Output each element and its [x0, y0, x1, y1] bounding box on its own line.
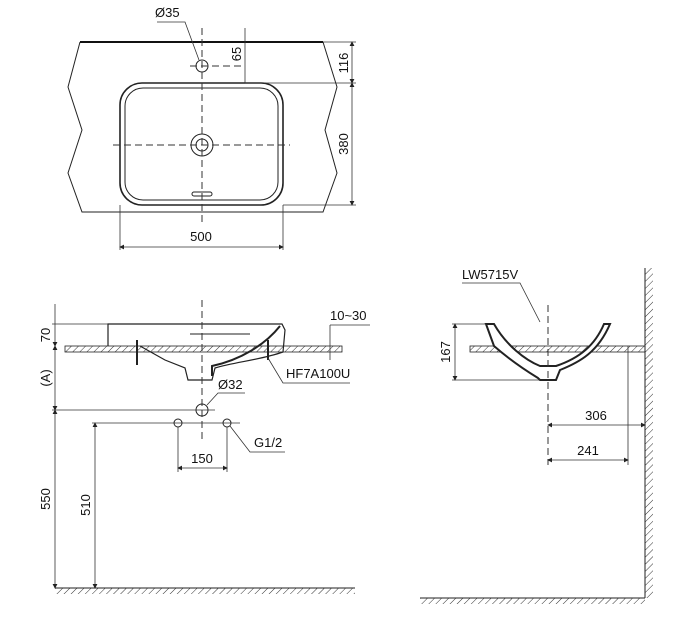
drain-outlet: [195, 403, 209, 417]
wall: [645, 268, 653, 598]
dim-label-167: 167: [438, 341, 453, 363]
countertop-section: [64, 345, 343, 353]
front-view: 70 (A) 550 510 10~30 HF7A100U Ø32 150 G1…: [38, 300, 370, 594]
dim-label-150: 150: [191, 451, 213, 466]
section-view: 167 306 241 LW5715V: [420, 267, 653, 604]
dim-label-550: 550: [38, 488, 53, 510]
leader-drain: [206, 392, 245, 406]
dim-label-510: 510: [78, 494, 93, 516]
label-tap-diameter: Ø35: [155, 5, 180, 20]
dim-label-116: 116: [336, 53, 351, 74]
label-supply-thread: G1/2: [254, 435, 282, 450]
basin-profile: [107, 323, 286, 381]
countertop-outline: [67, 41, 338, 213]
label-bracket-model: HF7A100U: [286, 366, 350, 381]
dim-label-65: 65: [229, 47, 244, 61]
bowl-section: [484, 323, 612, 381]
dim-label-width: 500: [190, 229, 212, 244]
label-model: LW5715V: [462, 267, 518, 282]
floor: [55, 588, 355, 594]
dim-label-306: 306: [585, 408, 607, 423]
dim-label-70: 70: [38, 328, 53, 342]
dim-label-380: 380: [336, 133, 351, 155]
countertop-section: [469, 345, 646, 353]
dim-label-241: 241: [577, 443, 599, 458]
leader-supply: [229, 425, 285, 453]
basin-section: [211, 325, 281, 376]
leader-bracket: [267, 357, 350, 384]
leader-tap-hole: [157, 21, 200, 61]
floor: [420, 598, 645, 604]
leader-model: [462, 282, 541, 323]
top-view: 500 116 380 65 Ø35: [67, 5, 356, 250]
dim-label-a: (A): [38, 369, 53, 386]
label-drain-diameter: Ø32: [218, 377, 243, 392]
dim-label-counter-thickness: 10~30: [330, 308, 367, 323]
